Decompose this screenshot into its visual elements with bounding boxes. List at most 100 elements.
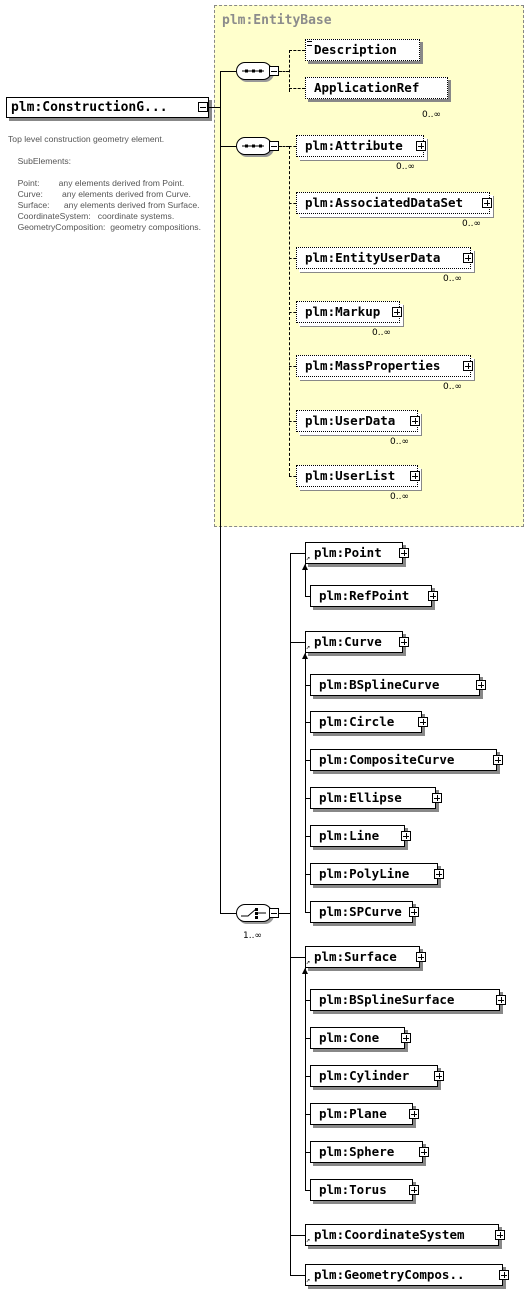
subst-vertical-line — [305, 968, 306, 1190]
element-ellipse[interactable]: plm:Ellipse — [310, 787, 436, 809]
element-massproperties[interactable]: plm:MassProperties — [296, 355, 471, 377]
subst-item-connector — [305, 912, 310, 913]
element-surface[interactable]: plm:Surface — [305, 946, 420, 968]
element-applicationref[interactable]: ApplicationRef — [305, 77, 448, 99]
expand-icon[interactable] — [410, 471, 420, 481]
main-trunk-line — [220, 71, 221, 913]
element-userdata[interactable]: plm:UserData — [296, 410, 418, 432]
subst-vertical-line — [305, 653, 306, 912]
expand-icon[interactable] — [416, 952, 426, 962]
choice-item-connector — [290, 1235, 305, 1236]
seq2-collapse-icon[interactable] — [269, 141, 279, 151]
expand-icon[interactable] — [392, 307, 402, 317]
expand-icon[interactable] — [418, 717, 428, 727]
seq2-item-connector — [289, 146, 296, 147]
expand-icon[interactable] — [463, 253, 473, 263]
expand-icon[interactable] — [434, 1071, 444, 1081]
element-associateddataset[interactable]: plm:AssociatedDataSet — [296, 192, 490, 214]
choice-item-connector — [290, 553, 305, 554]
expand-icon[interactable] — [409, 1109, 419, 1119]
subst-item-connector — [305, 798, 310, 799]
element-curve[interactable]: plm:Curve — [305, 631, 403, 653]
seq2-vertical-line — [289, 146, 290, 476]
element-circle[interactable]: plm:Circle — [310, 711, 422, 733]
expand-icon[interactable] — [495, 1230, 505, 1240]
expand-icon[interactable] — [409, 1185, 419, 1195]
element-label: plm:Cone — [319, 1030, 380, 1045]
expand-icon[interactable] — [432, 793, 442, 803]
list-icon — [307, 41, 312, 46]
expand-icon[interactable] — [401, 831, 411, 841]
element-compositecurve[interactable]: plm:CompositeCurve — [310, 749, 497, 771]
arrow-up-icon — [302, 968, 308, 974]
element-label: plm:SPCurve — [319, 904, 402, 919]
subst-item-connector — [305, 1038, 310, 1039]
element-label: plm:Circle — [319, 714, 395, 729]
expand-icon[interactable] — [409, 907, 419, 917]
element-entityuserdata[interactable]: plm:EntityUserData — [296, 247, 471, 269]
annotation-text: Top level construction geometry element.… — [8, 134, 201, 232]
expand-icon[interactable] — [493, 755, 503, 765]
expand-icon[interactable] — [482, 198, 492, 208]
expand-icon[interactable] — [496, 995, 506, 1005]
seq2-item-connector — [289, 476, 296, 477]
element-label: plm:Line — [319, 828, 380, 843]
element-cylinder[interactable]: plm:Cylinder — [310, 1065, 438, 1087]
element-torus[interactable]: plm:Torus — [310, 1179, 413, 1201]
element-label: plm:Surface — [314, 949, 397, 964]
element-markup[interactable]: plm:Markup — [296, 301, 400, 323]
cardinality-label: 0..∞ — [462, 219, 481, 229]
element-label: plm:EntityUserData — [305, 250, 441, 265]
subst-vertical-line — [305, 564, 306, 596]
expand-icon[interactable] — [476, 680, 486, 690]
element-label: plm:Plane — [319, 1106, 387, 1121]
element-label: plm:Torus — [319, 1182, 387, 1197]
expand-icon[interactable] — [410, 416, 420, 426]
element-label: plm:BSplineSurface — [319, 992, 455, 1007]
element-label: plm:PolyLine — [319, 866, 410, 881]
subst-item-connector — [305, 596, 310, 597]
arrow-up-icon — [302, 564, 308, 570]
subst-item-connector — [305, 685, 310, 686]
element-plane[interactable]: plm:Plane — [310, 1103, 413, 1125]
element-userlist[interactable]: plm:UserList — [296, 465, 418, 487]
element-coordinatesystem[interactable]: plm:CoordinateSystem — [305, 1224, 499, 1246]
expand-icon[interactable] — [428, 591, 438, 601]
root-element-label: plm:ConstructionG... — [11, 100, 168, 115]
root-element[interactable]: plm:ConstructionG... — [6, 97, 209, 118]
seq1-connector — [220, 71, 236, 72]
element-cone[interactable]: plm:Cone — [310, 1027, 405, 1049]
element-label: plm:UserList — [305, 468, 396, 483]
element-polyline[interactable]: plm:PolyLine — [310, 863, 438, 885]
root-collapse-icon[interactable] — [198, 102, 208, 112]
expand-icon[interactable] — [499, 1270, 509, 1280]
element-label: plm:UserData — [305, 413, 396, 428]
seq1-collapse-icon[interactable] — [269, 66, 279, 76]
seq1-item-connector — [289, 50, 305, 51]
element-point[interactable]: plm:Point — [305, 542, 403, 564]
choice-item-connector — [290, 642, 305, 643]
sequence-compositor-icon — [236, 137, 272, 155]
element-refpoint[interactable]: plm:RefPoint — [310, 585, 432, 607]
element-attribute[interactable]: plm:Attribute — [296, 135, 424, 157]
seq2-connector — [220, 146, 236, 147]
element-bsplinesurface[interactable]: plm:BSplineSurface — [310, 989, 500, 1011]
choice-collapse-icon[interactable] — [269, 908, 279, 918]
expand-icon[interactable] — [434, 869, 444, 879]
element-spcurve[interactable]: plm:SPCurve — [310, 901, 413, 923]
element-description[interactable]: Description — [305, 39, 420, 61]
element-label: plm:Attribute — [305, 138, 403, 153]
expand-icon[interactable] — [399, 548, 409, 558]
expand-icon[interactable] — [401, 1033, 411, 1043]
element-sphere[interactable]: plm:Sphere — [310, 1141, 423, 1163]
element-label: plm:BSplineCurve — [319, 677, 440, 692]
element-label: ApplicationRef — [314, 80, 420, 95]
expand-icon[interactable] — [463, 361, 473, 371]
expand-icon[interactable] — [399, 637, 409, 647]
expand-icon[interactable] — [419, 1147, 429, 1157]
element-line[interactable]: plm:Line — [310, 825, 405, 847]
element-bsplinecurve[interactable]: plm:BSplineCurve — [310, 674, 480, 696]
element-geometrycompos[interactable]: plm:GeometryCompos.. — [305, 1264, 503, 1286]
expand-icon[interactable] — [416, 141, 426, 151]
element-label: plm:GeometryCompos.. — [314, 1267, 465, 1282]
